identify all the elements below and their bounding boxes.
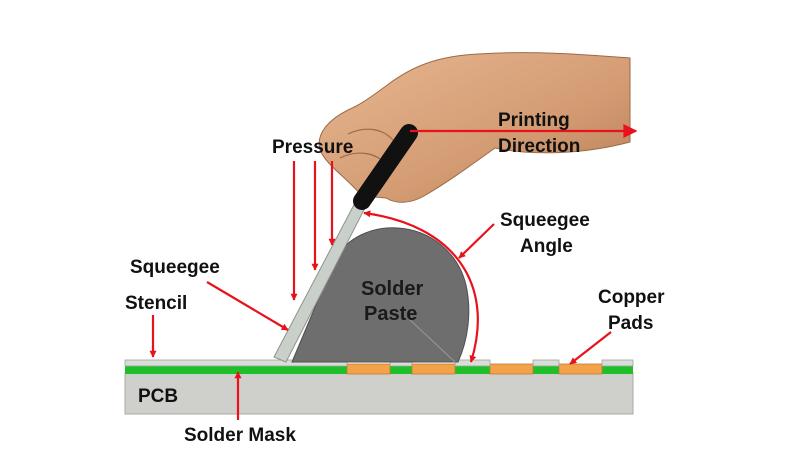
- paste-label: Paste: [364, 303, 417, 325]
- arrows: [149, 124, 638, 420]
- squeegee-angle-pointer-arrow: [458, 223, 495, 259]
- solder-mask-label: Solder Mask: [184, 425, 296, 446]
- copper-pad: [489, 363, 534, 375]
- pads-label: Pads: [608, 313, 653, 334]
- copper-pad: [411, 363, 456, 375]
- pcb-board: [124, 372, 634, 415]
- copper-pads-pointer-arrow: [569, 331, 612, 365]
- solder-label: Solder: [361, 278, 423, 300]
- squeegee-pointer-arrow: [206, 281, 289, 331]
- squeegee-angle-arc: [363, 210, 479, 363]
- copper-pad: [346, 363, 391, 375]
- copper-pad: [558, 363, 603, 375]
- stencil-label: Stencil: [125, 293, 187, 314]
- pressure-label: Pressure: [272, 137, 353, 158]
- squeegee-angle-label-line2: Angle: [520, 236, 573, 257]
- squeegee-handle: [353, 124, 418, 210]
- squeegee-label: Squeegee: [130, 257, 220, 278]
- copper-label: Copper: [598, 287, 665, 308]
- squeegee-angle-label-line1: Squeegee: [500, 210, 590, 231]
- pcb-label: PCB: [138, 386, 178, 407]
- direction-label: Direction: [498, 136, 580, 157]
- stencil-sheet: [124, 359, 634, 367]
- printing-label: Printing: [498, 110, 570, 131]
